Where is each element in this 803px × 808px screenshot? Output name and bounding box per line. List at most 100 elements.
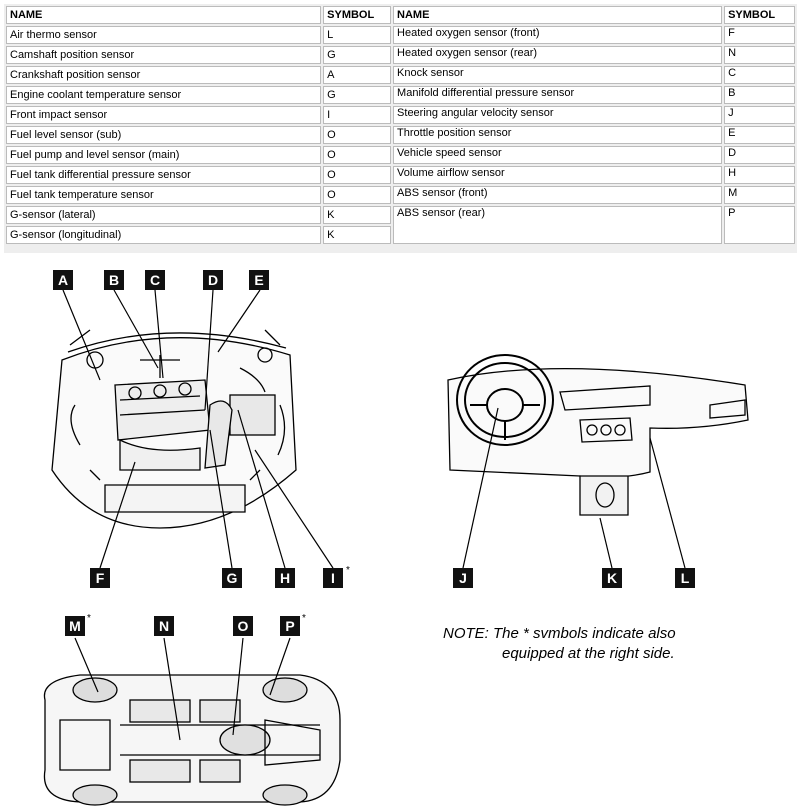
sensor-name-cell: Knock sensor: [393, 66, 723, 84]
note-line-1: NOTE: The * svmbols indicate also: [443, 625, 676, 642]
callout-A: A: [53, 270, 73, 290]
callout-K-text: K: [607, 570, 617, 586]
dashboard-illustration: [447, 367, 749, 516]
sensor-symbol-cell: G: [323, 46, 392, 64]
sensor-symbol-cell: A: [323, 66, 392, 84]
callout-I: I *: [323, 565, 350, 588]
sensor-symbol-cell: K: [323, 226, 392, 244]
callout-O: O: [233, 616, 253, 636]
sensor-name-cell: Crankshaft position sensor: [6, 66, 322, 84]
callout-H-text: H: [280, 570, 290, 586]
sensor-symbol-cell: E: [724, 126, 795, 144]
callout-B-text: B: [109, 272, 119, 288]
callout-K: K: [602, 568, 622, 588]
sensor-name-cell: Fuel level sensor (sub): [6, 126, 322, 144]
sensor-symbol-cell: O: [323, 166, 392, 184]
callout-E: E: [249, 270, 269, 290]
table-header-row: NAME SYMBOL NAME SYMBOL: [6, 6, 795, 24]
sensor-symbol-cell: O: [323, 146, 392, 164]
callout-F: F: [90, 568, 110, 588]
sensor-symbol-cell: L: [323, 26, 392, 44]
callout-L: L: [675, 568, 695, 588]
table-row: G-sensor (longitudinal)K: [6, 226, 795, 244]
sensor-symbol-cell: O: [323, 126, 392, 144]
sensor-name-cell: Front impact sensor: [6, 106, 322, 124]
sensor-name-cell: Heated oxygen sensor (front): [393, 26, 723, 44]
sensor-symbol-cell: F: [724, 26, 795, 44]
header-symbol-left: SYMBOL: [323, 6, 392, 24]
callout-F-text: F: [96, 570, 105, 586]
callout-H: H: [275, 568, 295, 588]
sensor-symbol-cell: H: [724, 166, 795, 184]
sensor-symbol-cell: J: [724, 106, 795, 124]
callout-B: B: [104, 270, 124, 290]
callout-I-text: I: [331, 570, 335, 586]
note-line-2: equipped at the right side.: [502, 645, 675, 662]
sensor-symbol-cell: G: [323, 86, 392, 104]
sensor-symbol-cell: C: [724, 66, 795, 84]
sensor-symbol-cell: I: [323, 106, 392, 124]
sensor-name-cell: Air thermo sensor: [6, 26, 322, 44]
sensor-symbol-cell: B: [724, 86, 795, 104]
sensor-name-cell: Steering angular velocity sensor: [393, 106, 723, 124]
underbody-illustration: [43, 674, 341, 806]
sensor-name-cell: Throttle position sensor: [393, 126, 723, 144]
callout-G: G: [222, 568, 242, 588]
sensor-name-cell: ABS sensor (front): [393, 186, 723, 204]
sensor-name-cell: G-sensor (lateral): [6, 206, 322, 224]
sensor-name-cell: Fuel pump and level sensor (main): [6, 146, 322, 164]
dashboard-leader-lines: [462, 407, 686, 569]
header-name-right: NAME: [393, 6, 723, 24]
callout-N: N: [154, 616, 174, 636]
callout-P-text: P: [285, 618, 294, 634]
sensor-name-cell: Vehicle speed sensor: [393, 146, 723, 164]
sensor-symbol-cell: K: [323, 206, 392, 224]
sensor-name-cell: Camshaft position sensor: [6, 46, 322, 64]
sensor-name-cell: ABS sensor (rear): [393, 206, 723, 244]
sensor-name-cell: Engine coolant temperature sensor: [6, 86, 322, 104]
sensor-name-cell: G-sensor (longitudinal): [6, 226, 322, 244]
callout-O-text: O: [238, 618, 249, 634]
sensor-table-container: NAME SYMBOL NAME SYMBOL Air thermo senso…: [4, 4, 797, 253]
sensor-symbol-cell: O: [323, 186, 392, 204]
sensor-name-cell: Manifold differential pressure sensor: [393, 86, 723, 104]
underbody-leader-lines: [74, 637, 291, 741]
steering-wheel: [456, 354, 554, 446]
header-name-left: NAME: [6, 6, 322, 24]
callout-D: D: [203, 270, 223, 290]
callout-A-text: A: [58, 272, 68, 288]
callout-L-text: L: [681, 570, 690, 586]
sensor-name-cell: Fuel tank differential pressure sensor: [6, 166, 322, 184]
sensor-name-cell: Heated oxygen sensor (rear): [393, 46, 723, 64]
callout-E-text: E: [254, 272, 263, 288]
callout-M: M *: [65, 613, 91, 636]
callout-P-asterisk: *: [302, 613, 306, 624]
sensor-symbol-cell: M: [724, 186, 795, 204]
callout-C-text: C: [150, 272, 160, 288]
callout-J-text: J: [459, 570, 467, 586]
engine-compartment-illustration: [51, 329, 297, 529]
callout-N-text: N: [159, 618, 169, 634]
callout-M-asterisk: *: [87, 613, 91, 624]
engine-leader-lines: [62, 289, 334, 569]
sensor-symbol-cell: N: [724, 46, 795, 64]
sensor-symbol-cell: D: [724, 146, 795, 164]
callout-M-text: M: [69, 618, 81, 634]
callout-C: C: [145, 270, 165, 290]
sensor-name-cell: Volume airflow sensor: [393, 166, 723, 184]
callout-I-asterisk: *: [346, 565, 350, 576]
sensor-table: NAME SYMBOL NAME SYMBOL Air thermo senso…: [4, 4, 797, 246]
sensor-name-cell: Fuel tank temperature sensor: [6, 186, 322, 204]
callout-J: J: [453, 568, 473, 588]
